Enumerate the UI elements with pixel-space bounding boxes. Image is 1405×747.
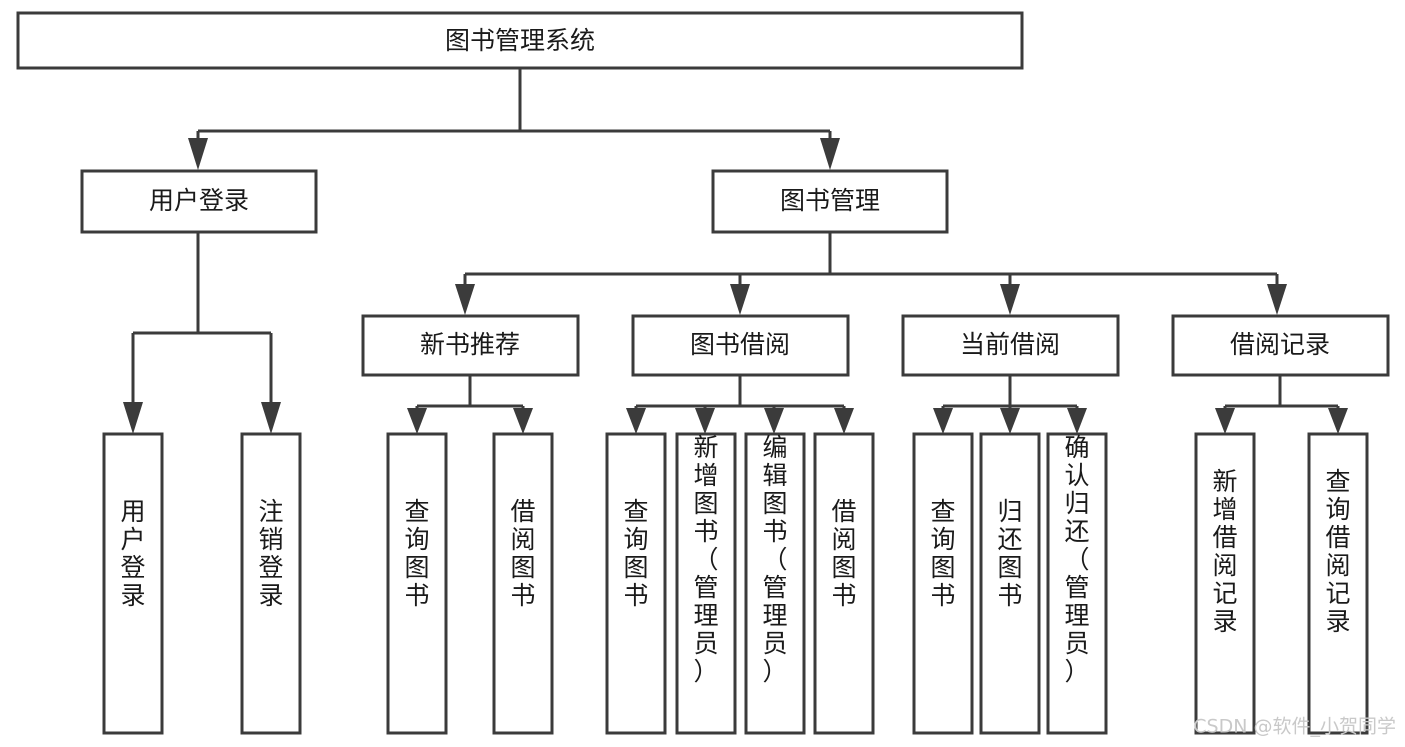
- leaf-borrow-record-2-label: 查询借阅记录: [1325, 467, 1350, 636]
- node-current-borrow[interactable]: 当前借阅: [901, 314, 1120, 377]
- node-user-login[interactable]: 用户登录: [80, 169, 318, 234]
- node-new-book-recommend[interactable]: 新书推荐: [361, 314, 580, 377]
- leaf-book-borrow-4[interactable]: 借阅图书: [813, 432, 875, 735]
- leaf-book-borrow-3-label: 编辑图书（管理员）: [762, 433, 787, 686]
- arrowhead-bookborrow-leaf-2: [695, 408, 715, 434]
- arrowhead-bookborrow-leaf-1: [626, 408, 646, 434]
- node-new-book-recommend-box[interactable]: [361, 314, 580, 377]
- arrowhead-currentborrow-leaf-3: [1067, 408, 1087, 434]
- leaf-book-borrow-1-label: 查询图书: [623, 497, 648, 610]
- node-current-borrow-label: 当前借阅: [960, 330, 1060, 359]
- leaf-current-borrow-1-box[interactable]: [912, 432, 974, 735]
- leaf-current-borrow-2[interactable]: 归还图书: [979, 432, 1041, 735]
- node-book-management-label: 图书管理: [780, 186, 880, 215]
- node-book-management-box[interactable]: [711, 169, 949, 234]
- arrowhead-bookmgmt-to-newbook: [455, 284, 475, 315]
- connector-layer: [123, 68, 1348, 434]
- leaf-new-book-2[interactable]: 借阅图书: [492, 432, 554, 735]
- node-book-borrow-label: 图书借阅: [690, 330, 790, 359]
- leaf-new-book-1-box[interactable]: [386, 432, 448, 735]
- leaf-new-book-1-label: 查询图书: [404, 497, 429, 610]
- node-book-management[interactable]: 图书管理: [711, 169, 949, 234]
- leaf-borrow-record-1[interactable]: 新增借阅记录: [1194, 432, 1256, 735]
- leaf-borrow-record-1-label: 新增借阅记录: [1212, 467, 1237, 636]
- node-root-box[interactable]: [16, 11, 1024, 70]
- node-borrow-record-label: 借阅记录: [1230, 330, 1330, 359]
- leaf-user-login-2-label: 注销登录: [258, 497, 283, 610]
- node-borrow-record[interactable]: 借阅记录: [1171, 314, 1390, 377]
- leaf-user-login-1-label: 用户登录: [120, 497, 145, 610]
- leaf-new-book-1[interactable]: 查询图书: [386, 432, 448, 735]
- leaf-current-borrow-2-box[interactable]: [979, 432, 1041, 735]
- arrowhead-userlogin-leaf-2: [261, 402, 281, 434]
- leaf-current-borrow-1-label: 查询图书: [930, 497, 955, 610]
- leaf-current-borrow-3[interactable]: 确认归还（管理员）: [1046, 432, 1108, 735]
- node-user-login-label: 用户登录: [149, 186, 249, 215]
- leaf-book-borrow-3[interactable]: 编辑图书（管理员）: [744, 432, 806, 735]
- arrowhead-newbook-leaf-2: [513, 408, 533, 434]
- arrowhead-borrowrecord-leaf-1: [1215, 408, 1235, 434]
- node-book-borrow-box[interactable]: [631, 314, 850, 377]
- leaf-borrow-record-2[interactable]: 查询借阅记录: [1307, 432, 1369, 735]
- node-book-borrow[interactable]: 图书借阅: [631, 314, 850, 377]
- node-borrow-record-box[interactable]: [1171, 314, 1390, 377]
- leaf-borrow-record-1-box[interactable]: [1194, 432, 1256, 735]
- leaf-book-borrow-3-box[interactable]: [744, 432, 806, 735]
- leaf-user-login-2-box[interactable]: [240, 432, 302, 735]
- leaf-book-borrow-1-box[interactable]: [605, 432, 667, 735]
- node-current-borrow-box[interactable]: [901, 314, 1120, 377]
- leaf-user-login-2[interactable]: 注销登录: [240, 432, 302, 735]
- leaf-current-borrow-3-label: 确认归还（管理员）: [1064, 433, 1089, 686]
- node-user-login-box[interactable]: [80, 169, 318, 234]
- leaf-book-borrow-2-label: 新增图书（管理员）: [693, 433, 718, 686]
- leaf-current-borrow-1[interactable]: 查询图书: [912, 432, 974, 735]
- csdn-watermark: CSDN @软件_小贺同学: [1193, 716, 1396, 738]
- arrowhead-userlogin-leaf-1: [123, 402, 143, 434]
- leaf-current-borrow-2-label: 归还图书: [997, 497, 1022, 610]
- leaf-book-borrow-1[interactable]: 查询图书: [605, 432, 667, 735]
- arrowhead-root-to-user-login: [188, 138, 208, 170]
- leaf-new-book-2-box[interactable]: [492, 432, 554, 735]
- node-root[interactable]: 图书管理系统: [16, 11, 1024, 70]
- arrowhead-borrowrecord-leaf-2: [1328, 408, 1348, 434]
- leaf-user-login-1[interactable]: 用户登录: [102, 432, 164, 735]
- arrowhead-bookmgmt-to-borrowrecord: [1267, 284, 1287, 315]
- leaf-borrow-record-2-box[interactable]: [1307, 432, 1369, 735]
- leaf-user-login-1-box[interactable]: [102, 432, 164, 735]
- arrowhead-bookborrow-leaf-3: [764, 408, 784, 434]
- node-root-label: 图书管理系统: [445, 26, 595, 55]
- leaf-current-borrow-3-box[interactable]: [1046, 432, 1108, 735]
- arrowhead-bookmgmt-to-currentborrow: [1000, 284, 1020, 315]
- arrowhead-currentborrow-leaf-2: [1000, 408, 1020, 434]
- node-new-book-recommend-label: 新书推荐: [420, 330, 520, 359]
- leaf-book-borrow-2[interactable]: 新增图书（管理员）: [675, 432, 737, 735]
- arrowhead-root-to-book-mgmt: [820, 138, 840, 170]
- leaf-new-book-2-label: 借阅图书: [510, 497, 535, 610]
- arrowhead-bookmgmt-to-bookborrow: [730, 284, 750, 315]
- leaf-book-borrow-4-label: 借阅图书: [831, 497, 856, 610]
- arrowhead-bookborrow-leaf-4: [834, 408, 854, 434]
- arrowhead-newbook-leaf-1: [407, 408, 427, 434]
- leaf-book-borrow-2-box[interactable]: [675, 432, 737, 735]
- arrowhead-currentborrow-leaf-1: [933, 408, 953, 434]
- leaf-book-borrow-4-box[interactable]: [813, 432, 875, 735]
